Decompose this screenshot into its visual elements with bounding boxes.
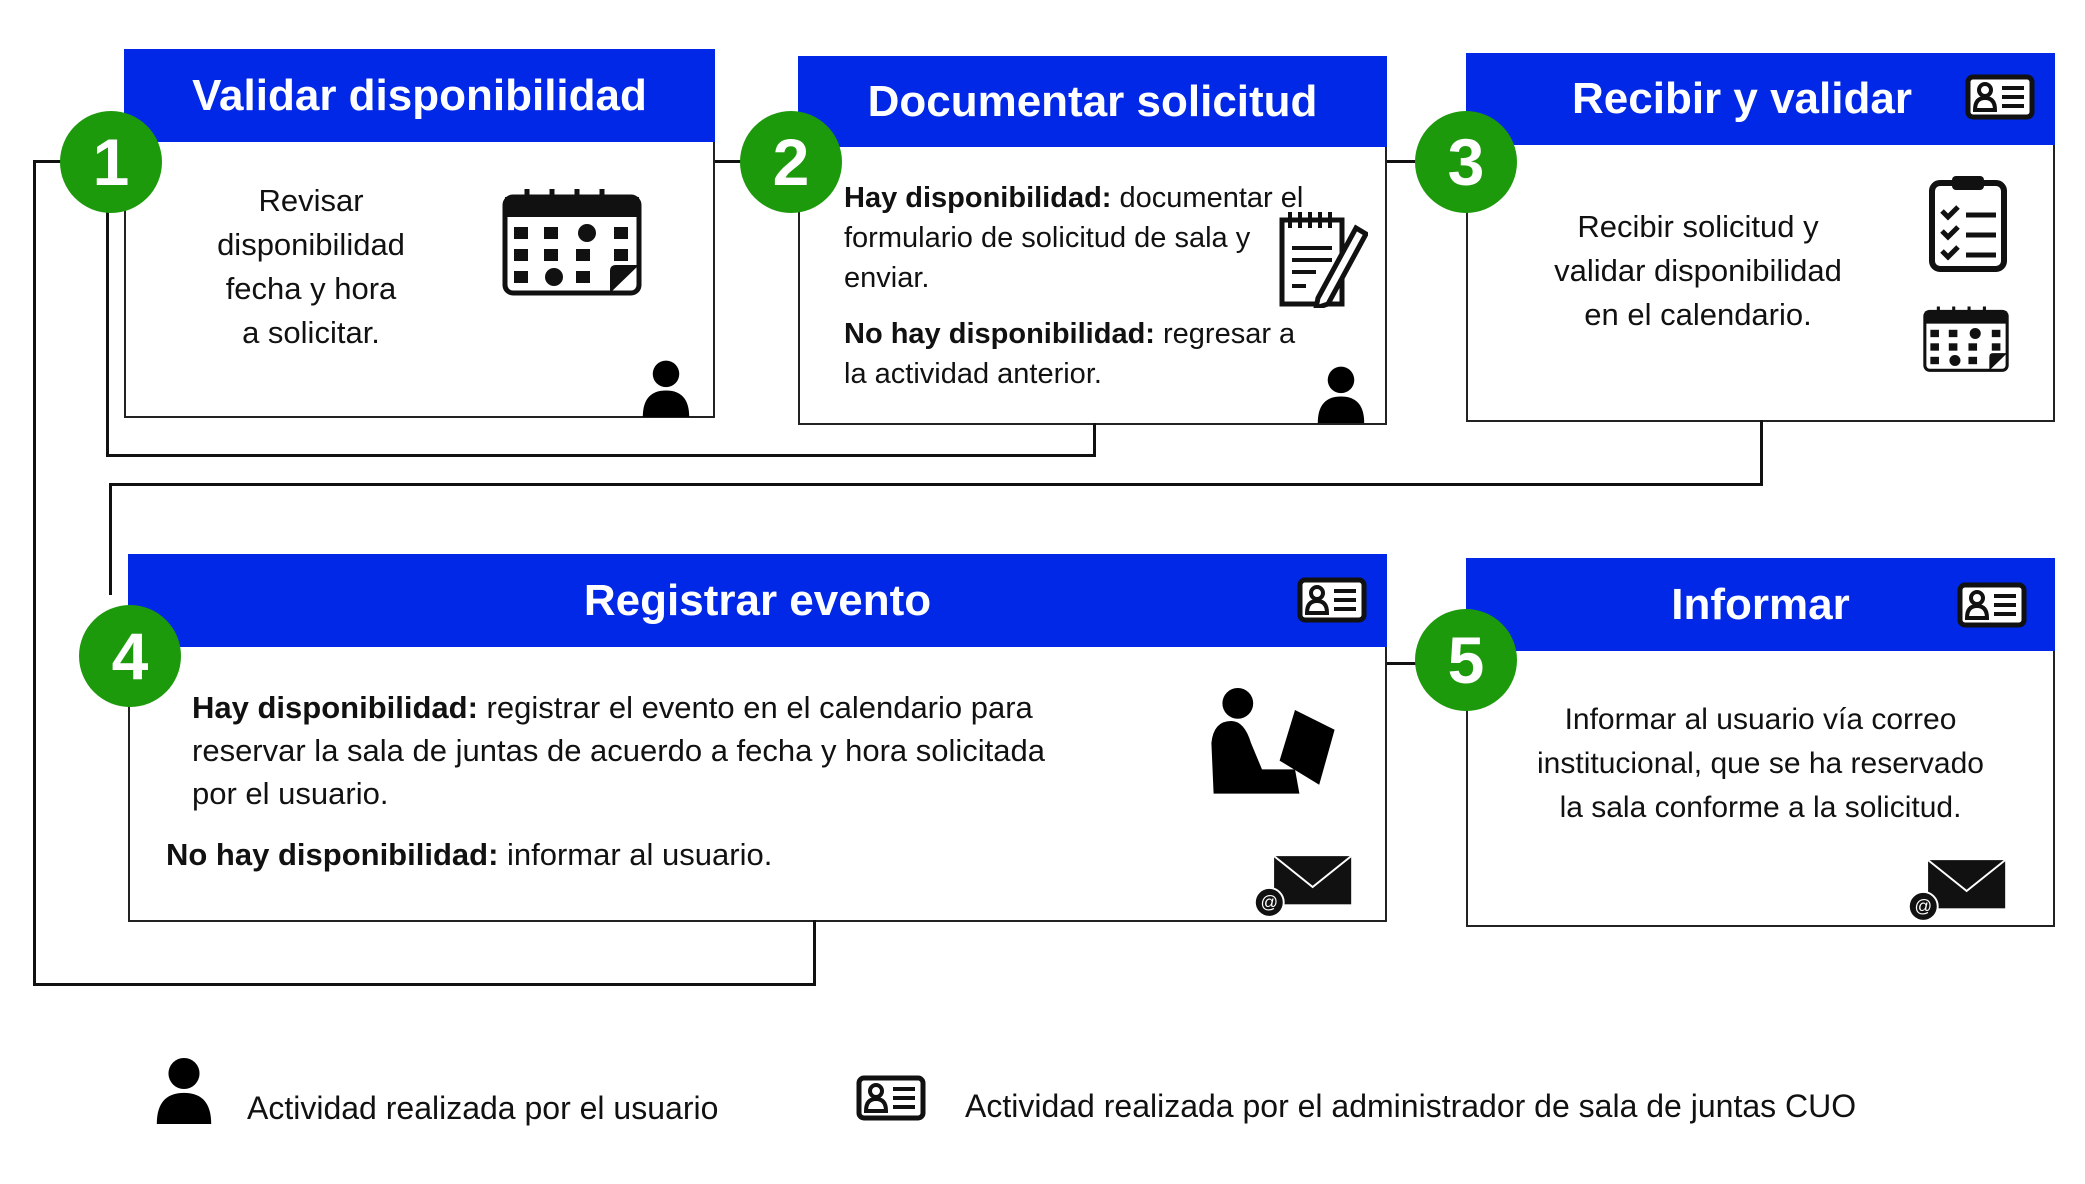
no-label: No hay disponibilidad: xyxy=(166,837,499,872)
step-number-3: 3 xyxy=(1415,111,1517,213)
admin-id-card-icon xyxy=(1957,581,2027,629)
step-box-2: Documentar solicitud Hay disponibilidad:… xyxy=(798,56,1387,425)
user-icon xyxy=(1313,365,1369,423)
step-text: Hay disponibilidad: registrar el evento … xyxy=(166,686,1046,876)
loop-line xyxy=(33,160,36,986)
step-header: Recibir y validar xyxy=(1466,53,2055,145)
step-title: Documentar solicitud xyxy=(798,56,1387,147)
arrow-to-4 xyxy=(109,483,112,595)
user-at-laptop-icon xyxy=(1196,688,1350,798)
step-box-1: Validar disponibilidad Revisar disponibi… xyxy=(124,49,715,418)
legend-user-icon xyxy=(154,1056,214,1124)
step-number-5: 5 xyxy=(1415,609,1517,711)
yes-text: registrar el evento en el calendario par… xyxy=(192,690,1045,811)
step-box-3: Recibir y validar Recibir solicitud y va… xyxy=(1466,53,2055,422)
text-line: fecha y hora xyxy=(225,271,397,306)
step-number-2: 2 xyxy=(740,111,842,213)
form-edit-icon xyxy=(1278,208,1368,308)
loop-line xyxy=(1093,423,1096,457)
admin-id-card-icon xyxy=(1965,73,2035,121)
yes-text: documentar el formulario de solicitud de… xyxy=(844,182,1304,294)
step-text: Revisar disponibilidad fecha y hora a so… xyxy=(166,179,456,355)
email-icon xyxy=(1904,856,2010,924)
text-line: la sala conforme a la solicitud. xyxy=(1559,791,1962,824)
legend-user-text: Actividad realizada por el usuario xyxy=(247,1090,719,1126)
arrow-2-3 xyxy=(1387,160,1422,163)
legend-admin-icon xyxy=(856,1074,926,1122)
arrow-to-1 xyxy=(33,160,78,163)
text-line: disponibilidad xyxy=(217,227,405,262)
step-title: Validar disponibilidad xyxy=(124,49,715,142)
step-text: Informar al usuario vía correo instituci… xyxy=(1478,698,2043,830)
user-icon xyxy=(638,359,694,417)
step-header: Registrar evento xyxy=(128,554,1387,647)
step-text: Recibir solicitud y validar disponibilid… xyxy=(1498,205,1898,337)
loop-line xyxy=(813,920,816,986)
loop-line xyxy=(106,454,1096,457)
step-number-4: 4 xyxy=(79,605,181,707)
calendar-icon xyxy=(1923,305,2009,373)
step-title: Registrar evento xyxy=(583,575,932,625)
loop-line xyxy=(1760,420,1763,486)
no-text: regresar a la actividad anterior. xyxy=(844,318,1296,390)
step-box-4: Registrar evento Hay disponibilidad: reg… xyxy=(128,554,1387,922)
loop-line xyxy=(33,983,816,986)
legend-admin-text: Actividad realizada por el administrador… xyxy=(965,1088,1857,1124)
step-text: Hay disponibilidad: documentar el formul… xyxy=(844,178,1324,394)
admin-id-card-icon xyxy=(1297,576,1367,624)
text-line: Recibir solicitud y xyxy=(1577,209,1819,244)
arrow-1-2 xyxy=(715,160,755,163)
step-box-5: Informar Informar al usuario vía correo … xyxy=(1466,558,2055,927)
arrow-4-5 xyxy=(1387,662,1422,665)
text-line: institucional, que se ha reservado xyxy=(1537,747,1984,780)
text-line: Informar al usuario vía correo xyxy=(1564,703,1957,736)
yes-label: Hay disponibilidad: xyxy=(844,182,1112,214)
step-title: Recibir y validar xyxy=(1572,74,1912,123)
no-label: No hay disponibilidad: xyxy=(844,318,1155,350)
step-header: Informar xyxy=(1466,558,2055,651)
text-line: validar disponibilidad xyxy=(1554,253,1842,288)
no-text: informar al usuario. xyxy=(498,837,773,872)
loop-line xyxy=(109,483,1763,486)
checklist-icon xyxy=(1928,173,2008,273)
text-line: en el calendario. xyxy=(1584,297,1812,332)
text-line: a solicitar. xyxy=(242,315,380,350)
email-icon xyxy=(1250,852,1356,920)
step-title: Informar xyxy=(1671,579,1850,629)
loop-line xyxy=(106,210,109,457)
step-number-1: 1 xyxy=(60,111,162,213)
yes-label: Hay disponibilidad: xyxy=(192,690,478,725)
calendar-icon xyxy=(502,186,642,298)
text-line: Revisar xyxy=(258,183,364,218)
